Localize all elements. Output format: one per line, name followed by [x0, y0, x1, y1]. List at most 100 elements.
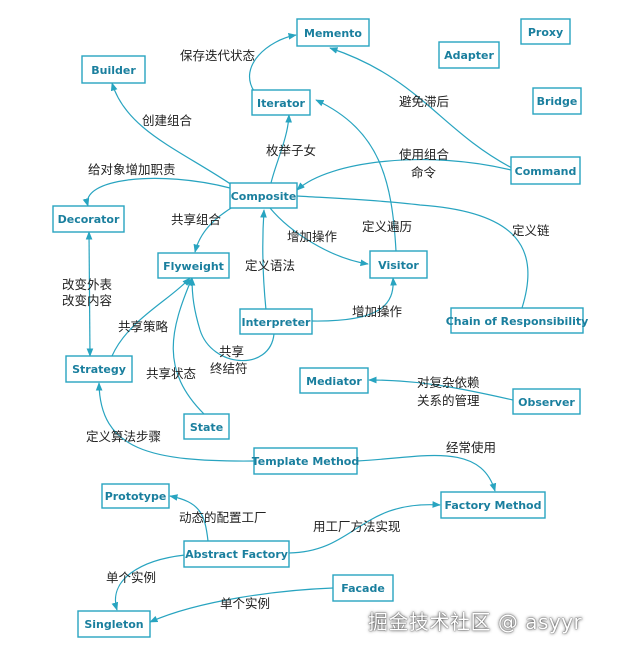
node-visitor-box: [369, 250, 428, 279]
node-command-box: [510, 156, 581, 185]
label-shared-terminal-2: 终结符: [210, 361, 248, 376]
label-dynamic-factory: 动态的配置工厂: [179, 510, 267, 525]
node-decorator-box: [52, 205, 125, 233]
label-use-composite-cmd-1: 使用组合: [399, 147, 450, 162]
label-use-composite-cmd-2: 命令: [411, 165, 437, 180]
label-enumerate-children: 枚举子女: [266, 143, 316, 158]
node-state-label: State: [190, 421, 223, 434]
node-builder-box: [81, 55, 146, 84]
node-iterator-label: Iterator: [257, 97, 305, 110]
node-factory-method: Factory Method: [440, 491, 546, 519]
label-create-composite: 创建组合: [142, 113, 193, 128]
node-iterator: Iterator: [251, 89, 311, 116]
node-abstract-factory: Abstract Factory: [183, 540, 290, 568]
label-define-chain: 定义链: [512, 223, 550, 238]
edge-labels: 保存迭代状态 避免滞后 创建组合 枚举子女 使用组合 命令 给对象增加职责 共享…: [62, 48, 550, 611]
node-command: Command: [510, 156, 581, 185]
label-factory-method-impl: 用工厂方法实现: [313, 519, 401, 534]
node-chain-of-responsibility-box: [450, 307, 584, 334]
node-strategy: Strategy: [65, 355, 133, 383]
node-decorator-label: Decorator: [58, 213, 120, 226]
edge-template-strategy: [95, 382, 255, 462]
edge-chain-composite: [296, 195, 529, 309]
edge-composite-decorator: [82, 177, 231, 207]
edge-strategy-flyweight: [111, 277, 191, 357]
edge-observer-mediator: [368, 376, 514, 401]
node-observer-box: [512, 388, 581, 415]
node-observer: Observer: [512, 388, 581, 415]
label-often-use: 经常使用: [446, 440, 496, 455]
node-visitor: Visitor: [369, 250, 428, 279]
node-adapter-box: [438, 41, 500, 69]
node-singleton-box: [77, 610, 151, 638]
node-state-box: [183, 413, 230, 440]
node-memento-box: [296, 18, 370, 47]
node-visitor-label: Visitor: [378, 259, 419, 272]
node-builder: Builder: [81, 55, 146, 84]
node-chain-of-responsibility: Chain of Responsibility: [446, 307, 588, 334]
edge-composite-builder: [110, 82, 233, 186]
node-abstract-factory-box: [183, 540, 290, 568]
label-single-instance-2: 单个实例: [220, 596, 270, 611]
node-singleton: Singleton: [77, 610, 151, 638]
edge-interpreter-visitor: [311, 277, 397, 322]
label-add-operation-1: 增加操作: [287, 229, 338, 244]
node-abstract-factory-label: Abstract Factory: [185, 548, 288, 561]
node-bridge: Bridge: [532, 87, 582, 115]
label-avoid-lag: 避免滞后: [399, 94, 449, 109]
node-interpreter: Interpreter: [239, 308, 313, 335]
label-add-duties: 给对象增加职责: [88, 162, 176, 177]
node-observer-label: Observer: [518, 396, 575, 409]
node-flyweight-box: [157, 252, 230, 279]
edge-interpreter-flyweight: [188, 277, 275, 362]
node-facade-box: [332, 574, 394, 602]
node-composite-label: Composite: [231, 190, 297, 203]
node-mediator-label: Mediator: [306, 375, 362, 388]
node-decorator: Decorator: [52, 205, 125, 233]
label-complex-dep-2: 关系的管理: [417, 393, 480, 408]
node-proxy-box: [520, 18, 571, 45]
edge-composite-iterator: [270, 114, 293, 184]
node-factory-method-label: Factory Method: [445, 499, 542, 512]
node-interpreter-box: [239, 308, 313, 335]
node-mediator: Mediator: [299, 367, 369, 394]
node-prototype-label: Prototype: [105, 490, 167, 503]
node-facade-label: Facade: [341, 582, 385, 595]
edge-abstract-factory: [288, 501, 441, 554]
node-template-method: Template Method: [252, 447, 359, 475]
label-add-operation-2: 增加操作: [352, 304, 403, 319]
node-iterator-box: [251, 89, 311, 116]
node-bridge-box: [532, 87, 582, 115]
edge-decorator-strategy: [85, 231, 94, 357]
edge-template-factory: [356, 454, 497, 492]
label-shared-composite: 共享组合: [171, 212, 222, 227]
edge-abstract-prototype: [169, 494, 209, 542]
node-bridge-label: Bridge: [537, 95, 578, 108]
label-define-grammar: 定义语法: [245, 258, 295, 273]
node-proxy-label: Proxy: [528, 26, 563, 39]
node-composite: Composite: [229, 182, 298, 209]
edge-iterator-memento: [248, 33, 297, 92]
node-strategy-box: [65, 355, 133, 383]
edge-command-memento: [329, 47, 513, 169]
label-change-skin-1: 改变外表: [62, 277, 113, 292]
label-define-traversal: 定义遍历: [362, 219, 412, 234]
node-memento-label: Memento: [304, 27, 362, 40]
node-builder-label: Builder: [91, 64, 136, 77]
edge-composite-visitor: [269, 207, 369, 267]
watermark-text: 掘金技术社区 @ asyyr: [368, 610, 583, 634]
label-shared-state: 共享状态: [146, 366, 196, 381]
edge-state-flyweight: [172, 277, 205, 415]
node-facade: Facade: [332, 574, 394, 602]
node-memento: Memento: [296, 18, 370, 47]
edge-interpreter-composite: [260, 209, 267, 311]
edge-visitor-iterator: [315, 99, 397, 252]
edge-facade-singleton: [149, 587, 334, 623]
node-composite-box: [229, 182, 298, 209]
label-complex-dep-1: 对复杂依赖: [417, 375, 480, 390]
node-template-method-box: [253, 447, 358, 475]
edge-command-composite: [296, 159, 512, 191]
label-save-state: 保存迭代状态: [180, 48, 255, 63]
node-factory-method-box: [440, 491, 546, 519]
